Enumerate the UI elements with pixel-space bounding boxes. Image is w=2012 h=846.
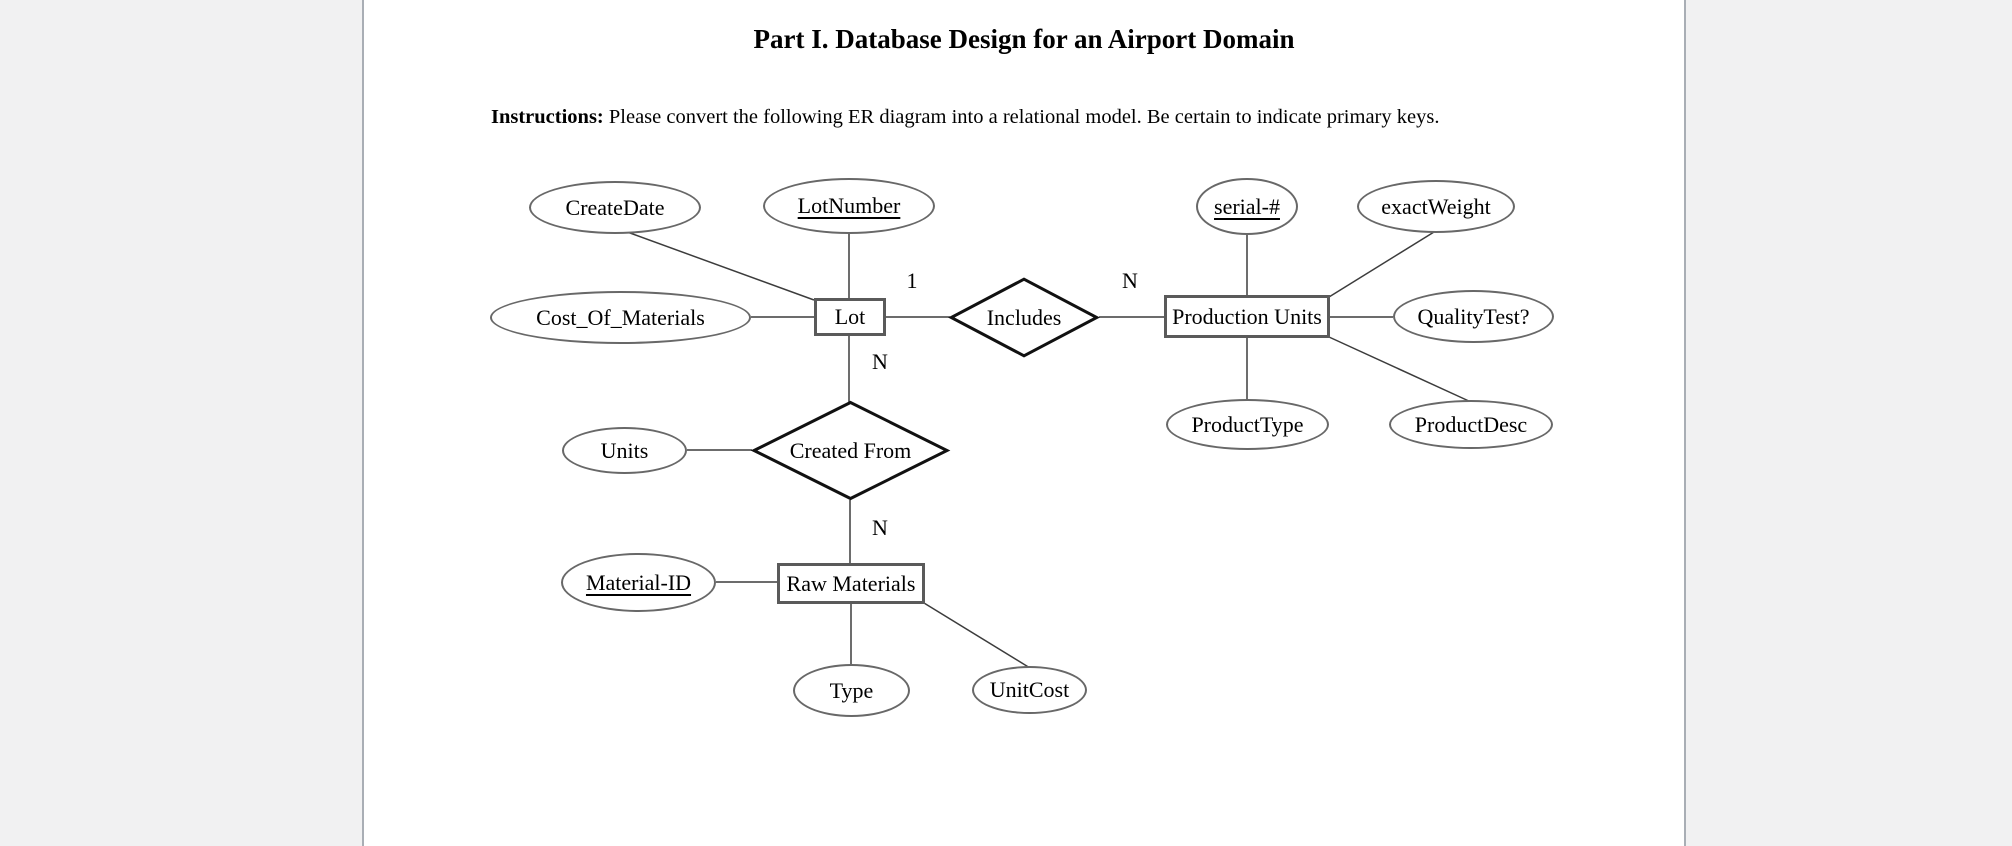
attribute-unit-cost-label: UnitCost xyxy=(989,677,1070,702)
attribute-units-label: Units xyxy=(600,437,649,463)
attribute-create-date-label: CreateDate xyxy=(565,194,665,220)
entity-raw-materials: Raw Materials xyxy=(777,563,925,604)
cardinality-lot-created-from: N xyxy=(872,349,888,374)
attribute-product-desc: ProductDesc xyxy=(1389,400,1553,449)
instructions: Instructions: Please convert the followi… xyxy=(491,106,1439,129)
er-diagram: CreateDate LotNumber serial-# exactWeigh… xyxy=(364,0,1684,846)
relationship-includes-label: Includes xyxy=(986,304,1062,330)
diamond-shape-icon xyxy=(751,401,950,500)
attribute-cost-of-materials-label: Cost_Of_Materials xyxy=(536,304,705,330)
relationship-created-from: Created From xyxy=(751,401,950,500)
attribute-product-type-label: ProductType xyxy=(1191,411,1304,437)
entity-raw-materials-label: Raw Materials xyxy=(786,570,916,596)
diamond-shape-icon xyxy=(949,278,1099,357)
attribute-serial-number-label: serial-# xyxy=(1214,193,1280,219)
attribute-type-label: Type xyxy=(829,677,874,703)
attribute-material-id-label: Material-ID xyxy=(585,569,692,595)
edge-rawmaterials-unitcost xyxy=(923,602,1031,669)
entity-lot: Lot xyxy=(814,298,886,336)
document-page: Part I. Database Design for an Airport D… xyxy=(362,0,1686,846)
entity-production-units-label: Production Units xyxy=(1172,303,1322,329)
page-title: Part I. Database Design for an Airport D… xyxy=(753,24,1295,54)
attribute-product-desc-label: ProductDesc xyxy=(1414,411,1528,437)
attribute-serial-number: serial-# xyxy=(1196,178,1298,235)
attribute-exact-weight-label: exactWeight xyxy=(1381,193,1491,219)
attribute-lot-number-label: LotNumber xyxy=(797,193,901,218)
attribute-unit-cost: UnitCost xyxy=(972,666,1087,714)
edge-productionunits-productdesc xyxy=(1328,336,1472,403)
attribute-cost-of-materials: Cost_Of_Materials xyxy=(490,291,751,344)
attribute-quality-test: QualityTest? xyxy=(1393,290,1554,343)
edge-layer xyxy=(618,228,1472,669)
cardinality-includes-production-units: N xyxy=(1122,268,1138,293)
attribute-lot-number: LotNumber xyxy=(763,178,935,234)
edge-exactweight-productionunits xyxy=(1328,231,1435,298)
attribute-create-date: CreateDate xyxy=(529,181,701,234)
attribute-exact-weight: exactWeight xyxy=(1357,180,1515,233)
entity-production-units: Production Units xyxy=(1164,295,1330,338)
attribute-product-type: ProductType xyxy=(1166,399,1329,450)
attribute-units: Units xyxy=(562,427,687,474)
attribute-type: Type xyxy=(793,664,910,717)
attribute-quality-test-label: QualityTest? xyxy=(1417,303,1530,329)
instructions-label: Instructions: xyxy=(491,106,604,128)
entity-lot-label: Lot xyxy=(834,304,866,329)
attribute-material-id: Material-ID xyxy=(561,553,716,612)
relationship-includes: Includes xyxy=(949,278,1099,357)
relationship-created-from-label: Created From xyxy=(789,437,912,463)
instructions-text: Please convert the following ER diagram … xyxy=(603,106,1440,128)
cardinality-lot-includes: 1 xyxy=(906,268,918,293)
cardinality-created-from-raw-materials: N xyxy=(872,515,888,540)
edge-createdate-lot xyxy=(618,228,815,301)
